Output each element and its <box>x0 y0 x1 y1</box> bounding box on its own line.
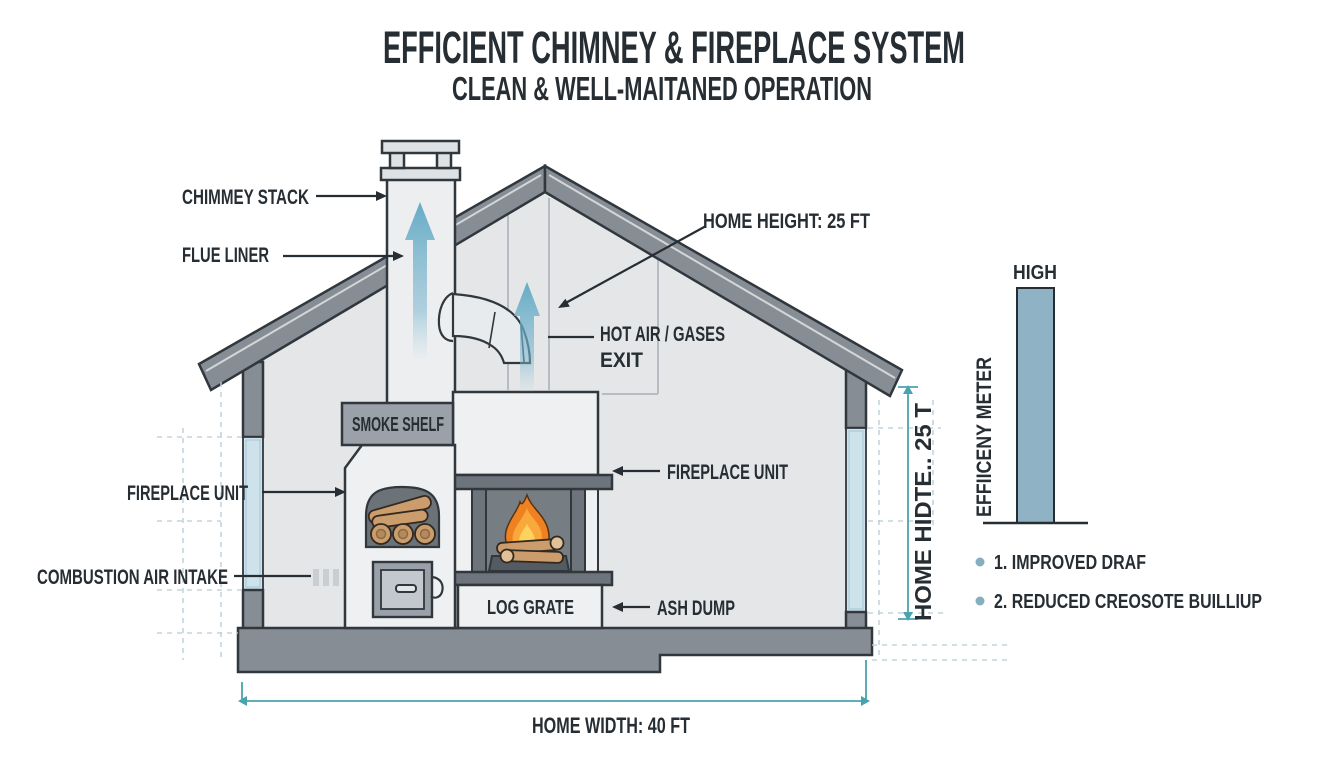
home-height-side-label: HOME HIDTE.. 25 T <box>910 403 936 621</box>
right-wall-window-pane <box>848 430 864 610</box>
left-wall <box>241 360 265 632</box>
burning-logs-icon <box>496 535 565 564</box>
right-wall <box>844 368 868 634</box>
width-dimension: HOME WIDTH: 40 FT <box>238 660 870 738</box>
meter-title-label: EFFIICENY METER <box>973 357 996 517</box>
smoke-shelf-tag <box>340 401 455 447</box>
height-dimension: HOME HIDTE.. 25 T <box>898 385 936 621</box>
efficiency-meter: HIGH EFFIICENY METER <box>973 262 1088 525</box>
chimney-stack-label: CHIMMEY STACK <box>182 186 309 209</box>
hot-air-label-line1: HOT AIR / GASES <box>600 323 725 346</box>
ash-door-handle <box>395 584 417 593</box>
ash-door-latch-icon <box>430 575 444 599</box>
left-wall-top-block <box>241 360 265 439</box>
roof-edge-highlight <box>548 174 896 379</box>
fireplace-hearth <box>448 570 614 587</box>
fireplace-base <box>456 583 604 630</box>
hot-air-label-line2: EXIT <box>600 349 643 372</box>
benefits-list: 1. IMPROVED DRAF 2. REDUCED CREOSOTE BUI… <box>975 552 1262 613</box>
foundation-slab <box>236 626 874 674</box>
chimney-cap-post <box>435 150 453 170</box>
ash-door <box>371 560 444 619</box>
arrowhead-icon <box>376 191 387 201</box>
benefit-item: 2. REDUCED CREOSOTE BUILLIUP <box>994 591 1262 613</box>
flue-up-arrow-icon <box>405 202 435 358</box>
home-height-label: HOME HEIGHT: 25 FT <box>703 210 870 233</box>
chimney-masonry-base: SMOKE SHELF <box>313 401 457 630</box>
arrowhead-icon <box>393 251 404 261</box>
fireplace-upper-mass <box>451 390 600 477</box>
arrowhead-icon <box>558 298 570 308</box>
firebox-column <box>471 488 487 573</box>
home-width-label: HOME WIDTH: 40 FT <box>532 713 690 738</box>
arrowhead-icon <box>612 466 623 476</box>
left-wall-bottom-block <box>241 588 265 632</box>
benefit-item: 1. IMPROVED DRAF <box>994 552 1146 574</box>
exit-up-arrow-icon <box>514 282 540 392</box>
duct-joint <box>488 311 496 349</box>
page-title: EFFICIENT CHIMNEY & FIREPLACE SYSTEM <box>383 22 965 73</box>
fireplace-unit-right-label: FIREPLACE UNIT <box>667 461 788 484</box>
firebox-column <box>570 488 586 573</box>
duct-inner-arc <box>437 291 454 343</box>
fireplace-unit: LOG GRATE <box>448 473 614 630</box>
arrowhead-icon <box>612 602 623 612</box>
roof <box>197 163 904 398</box>
log-grate-label: LOG GRATE <box>487 597 574 619</box>
fireplace-mantel <box>448 473 614 491</box>
flue-liner-label: FLUE LINER <box>182 244 269 267</box>
callouts: CHIMMEY STACK FLUE LINER HOME HEIGHT: 25… <box>37 186 870 620</box>
construction-guides <box>157 382 1008 662</box>
left-wall-window-pane <box>245 439 261 588</box>
roof-edge-highlight <box>205 174 542 372</box>
bullet-icon <box>975 557 985 567</box>
bullet-icon <box>975 596 985 606</box>
fireplace-unit-left-label: FIREPLACE UNIT <box>127 482 248 505</box>
stored-logs-icon <box>367 494 436 545</box>
combustion-air-intake-label: COMBUSTION AIR INTAKE <box>37 566 228 589</box>
chimney-crown <box>379 166 462 182</box>
smoke-shelf-label: SMOKE SHELF <box>352 414 444 436</box>
home-height-pointer <box>561 225 707 306</box>
combustion-air-vents <box>313 569 339 586</box>
chimney-cap-slab <box>380 139 461 155</box>
meter-level-label: HIGH <box>1013 262 1057 284</box>
ash-dump-label: ASH DUMP <box>657 597 735 620</box>
efficiency-bar <box>1016 287 1055 524</box>
page-subtitle: CLEAN & WELL-MAITANED OPERATION <box>452 70 872 107</box>
arrowhead-icon <box>335 487 346 497</box>
roof-right-slope <box>543 163 904 398</box>
chimney-cap-post <box>388 150 406 170</box>
